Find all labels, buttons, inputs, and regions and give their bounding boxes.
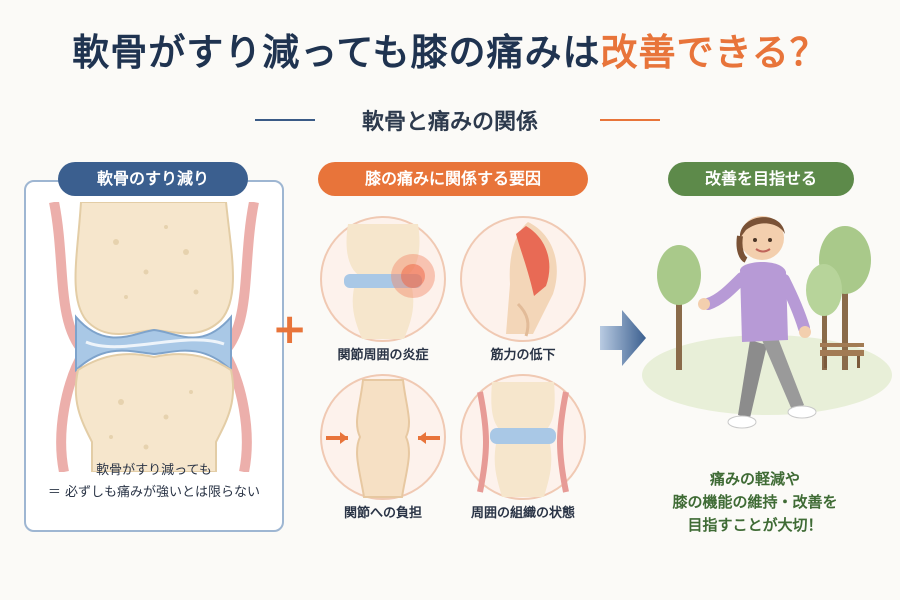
knee-inflammation-icon xyxy=(320,216,446,342)
knee-joint-illustration xyxy=(49,202,259,472)
subtitle: 軟骨と痛みの関係 xyxy=(361,110,538,135)
improvement-caption: 痛みの軽減や 膝の機能の維持・改善を 目指すことが大切！ xyxy=(610,468,900,537)
cartilage-caption: 軟骨がすり減っても ＝ 必ずしも痛みが強いとは限らない xyxy=(26,460,282,504)
joint-load-icon xyxy=(320,374,446,500)
improvement-caption-line3: 目指すことが大切！ xyxy=(687,516,823,534)
factor-inflammation-label: 関節周囲の炎症 xyxy=(337,348,429,363)
arrow-right-icon xyxy=(600,310,646,366)
factors-pill: 膝の痛みに関係する要因 xyxy=(318,162,588,196)
factor-tissue: 周囲の組織の状態 xyxy=(458,372,588,521)
cartilage-caption-line1: 軟骨がすり減っても xyxy=(96,463,212,478)
factor-tissue-label: 周囲の組織の状態 xyxy=(470,506,575,521)
subtitle-row: 軟骨と痛みの関係 xyxy=(0,104,900,135)
cartilage-pill: 軟骨のすり減り xyxy=(58,162,248,196)
improvement-caption-line2: 膝の機能の維持・改善を xyxy=(672,493,838,511)
muscle-weakness-icon xyxy=(460,216,586,342)
factor-load-label: 関節への負担 xyxy=(343,506,422,521)
cartilage-panel: 軟骨がすり減っても ＝ 必ずしも痛みが強いとは限らない xyxy=(24,180,284,532)
factor-muscle: 筋力の低下 xyxy=(458,214,588,363)
factor-inflammation: 関節周囲の炎症 xyxy=(318,214,448,363)
factor-load: 関節への負担 xyxy=(318,372,448,521)
subtitle-divider-right xyxy=(600,119,660,121)
page-title: 軟骨がすり減っても膝の痛みは改善できる？ xyxy=(0,22,900,76)
cartilage-caption-line2: ＝ 必ずしも痛みが強いとは限らない xyxy=(47,485,261,500)
factor-muscle-label: 筋力の低下 xyxy=(490,348,556,363)
improvement-pill: 改善を目指せる xyxy=(668,162,854,196)
improvement-caption-line1: 痛みの軽減や xyxy=(709,470,800,488)
subtitle-divider-left xyxy=(255,119,315,121)
walking-woman-illustration xyxy=(642,216,892,429)
title-accent: 改善できる？ xyxy=(600,31,828,74)
plus-icon: + xyxy=(272,304,308,353)
title-main: 軟骨がすり減っても膝の痛みは xyxy=(72,31,601,74)
surrounding-tissue-icon xyxy=(460,374,586,500)
